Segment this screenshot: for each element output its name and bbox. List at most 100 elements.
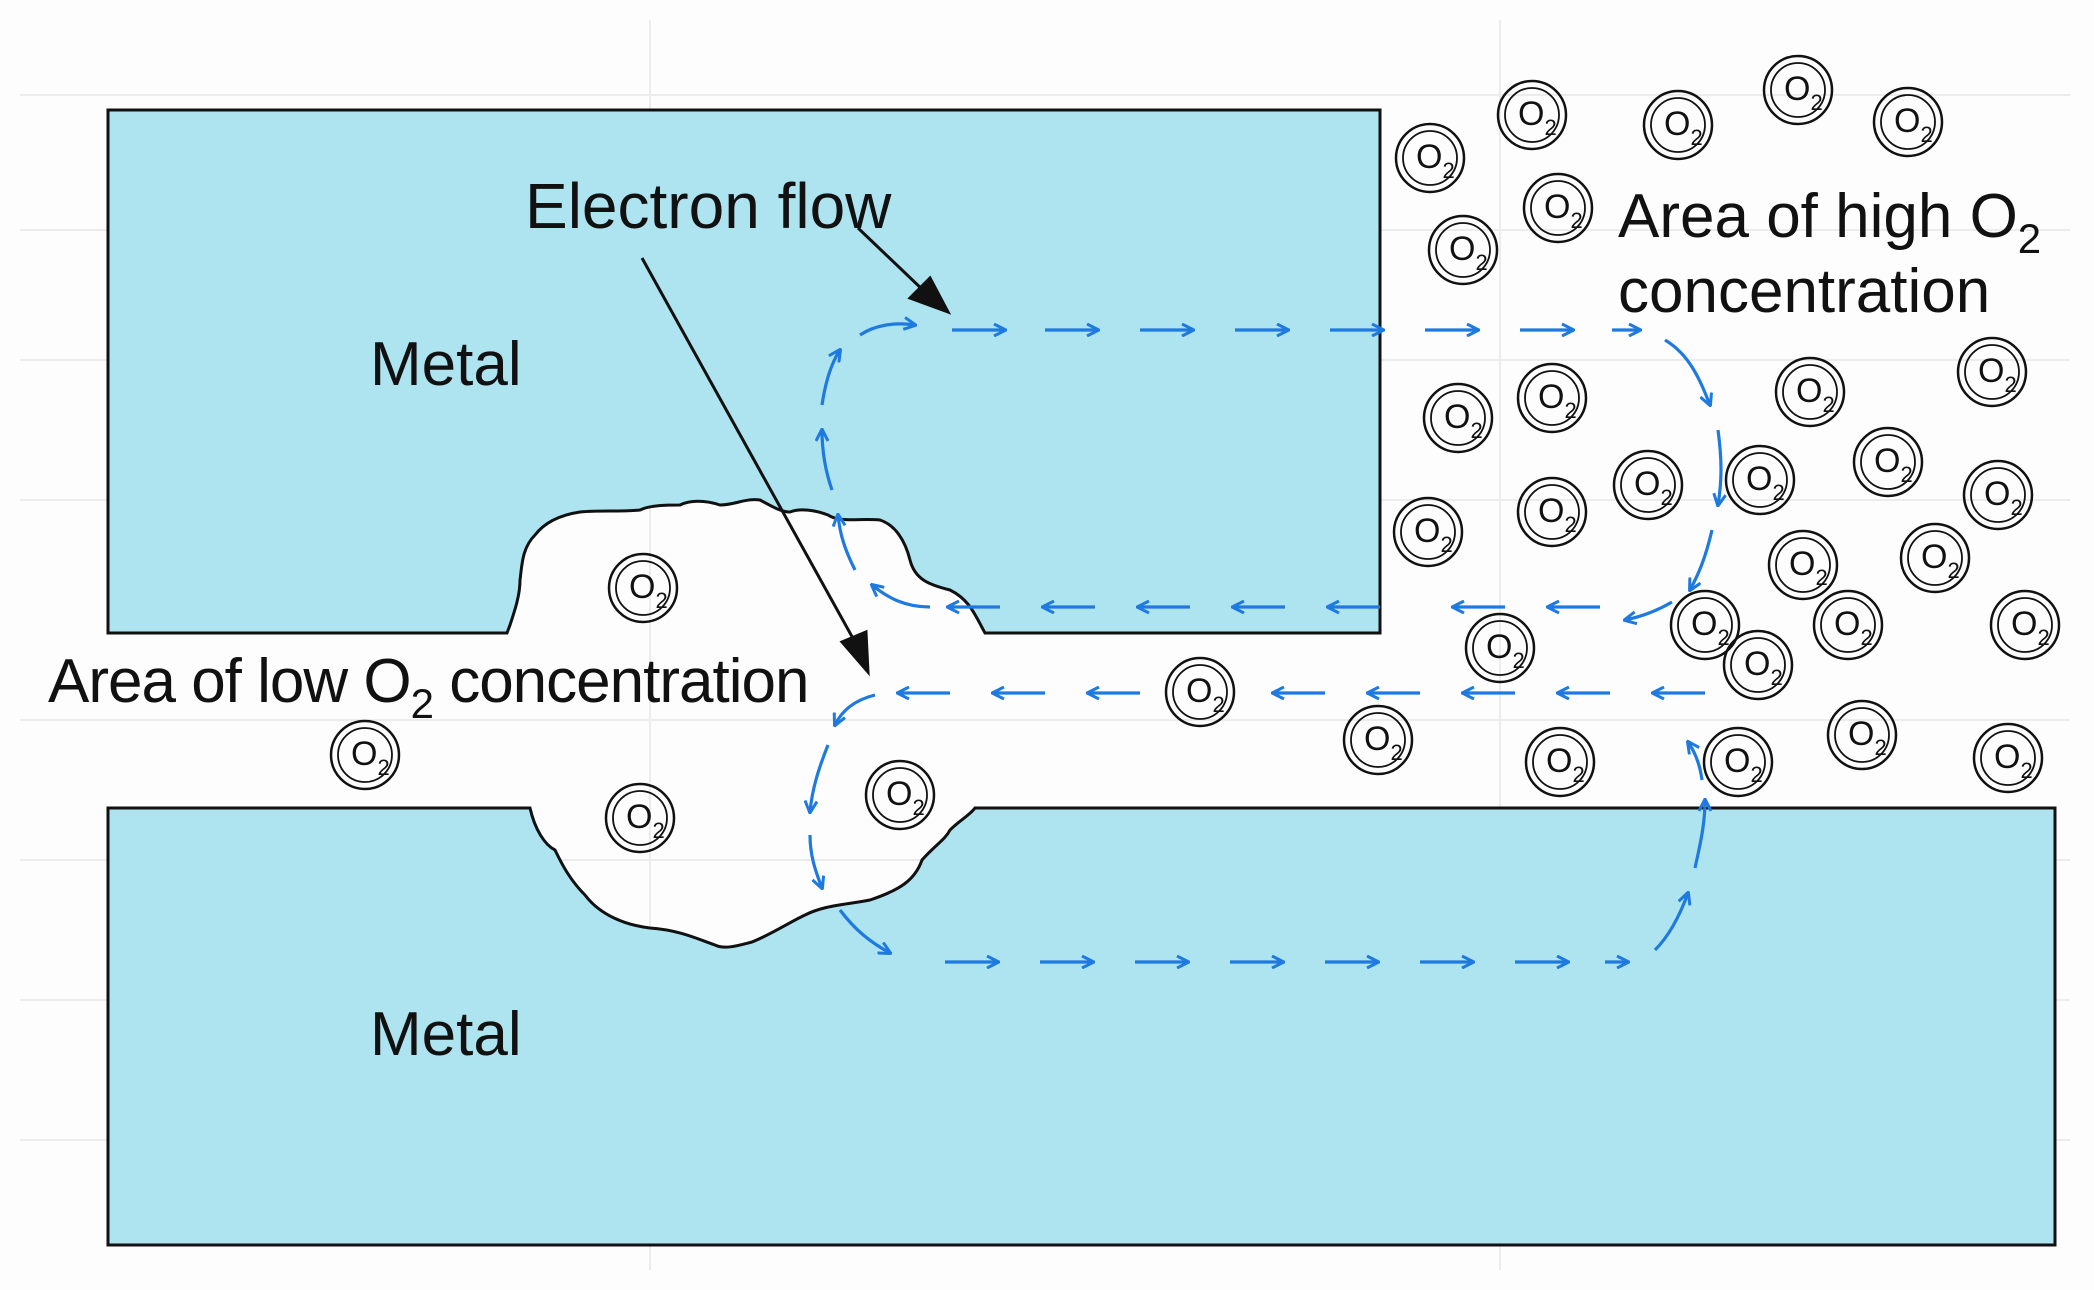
o2-inner-ring xyxy=(1834,707,1890,763)
arrow-right-down xyxy=(1690,529,1714,590)
o2-outer-ring xyxy=(1774,356,1846,428)
o2-symbol: O2 xyxy=(1724,742,1763,787)
o2-symbol: O2 xyxy=(1921,538,1960,583)
o2-letter: O xyxy=(1486,628,1512,666)
o2-outer-ring xyxy=(1852,426,1924,498)
o2-letter: O xyxy=(1364,720,1390,758)
o2-molecule: O2 xyxy=(1516,476,1588,548)
o2-symbol: O2 xyxy=(1544,188,1583,233)
o2-inner-ring xyxy=(1677,597,1733,653)
o2-molecule: O2 xyxy=(1767,529,1839,601)
metal-plate-top xyxy=(106,108,1382,635)
o2-letter: O xyxy=(1416,138,1442,176)
o2-outer-ring xyxy=(1524,726,1596,798)
o2-letter: O xyxy=(1538,378,1564,416)
o2-molecule: O2 xyxy=(1724,444,1796,516)
o2-symbol: O2 xyxy=(1518,95,1557,140)
o2-subscript: 2 xyxy=(1810,90,1822,115)
o2-letter: O xyxy=(626,798,652,836)
o2-symbol: O2 xyxy=(1486,628,1525,673)
o2-letter: O xyxy=(1444,398,1470,436)
o2-outer-ring xyxy=(1422,382,1494,454)
o2-molecule: O2 xyxy=(1392,496,1464,568)
leader-arrows xyxy=(640,226,952,677)
o2-subscript: 2 xyxy=(1900,462,1912,487)
o2-inner-ring xyxy=(1980,730,2036,786)
o2-molecule: O2 xyxy=(1422,382,1494,454)
o2-symbol: O2 xyxy=(1874,442,1913,487)
o2-inner-ring xyxy=(1504,87,1560,143)
o2-subscript: 2 xyxy=(1470,418,1482,443)
o2-outer-ring xyxy=(1516,476,1588,548)
o2-molecule: O2 xyxy=(1872,86,1944,158)
o2-outer-ring xyxy=(1342,704,1414,776)
o2-subscript: 2 xyxy=(1822,392,1834,417)
o2-symbol: O2 xyxy=(1664,105,1703,150)
o2-subscript: 2 xyxy=(2020,758,2032,783)
o2-subscript: 2 xyxy=(1564,512,1576,537)
o2-inner-ring xyxy=(615,560,671,616)
o2-inner-ring xyxy=(1532,734,1588,790)
o2-symbol: O2 xyxy=(1691,605,1730,650)
o2-letter: O xyxy=(1546,742,1572,780)
o2-molecule: O2 xyxy=(1956,336,2028,408)
o2-inner-ring xyxy=(1775,537,1831,593)
o2-letter: O xyxy=(1789,545,1815,583)
o2-outer-ring xyxy=(1496,79,1568,151)
o2-outer-ring xyxy=(1522,172,1594,244)
o2-inner-ring xyxy=(1524,484,1580,540)
high-o2-subscript: 2 xyxy=(2018,215,2041,262)
o2-subscript: 2 xyxy=(1772,480,1784,505)
o2-outer-ring xyxy=(1164,656,1236,728)
o2-outer-ring xyxy=(1427,214,1499,286)
o2-outer-ring xyxy=(864,759,936,831)
o2-letter: O xyxy=(1634,465,1660,503)
o2-symbol: O2 xyxy=(1978,352,2017,397)
high-o2-label-text: Area of high O xyxy=(1618,182,2018,251)
o2-molecule: O2 xyxy=(1899,522,1971,594)
arrow-left-down xyxy=(808,834,822,888)
o2-symbol: O2 xyxy=(1416,138,1455,183)
o2-subscript: 2 xyxy=(1750,762,1762,787)
o2-molecule: O2 xyxy=(1522,172,1594,244)
low-o2-label-text: Area of low O xyxy=(48,647,411,716)
o2-molecule: O2 xyxy=(1342,704,1414,776)
low-o2-label-rest: concentration xyxy=(433,647,808,716)
o2-subscript: 2 xyxy=(1860,625,1872,650)
arrow-right-up xyxy=(1688,742,1704,781)
o2-outer-ring xyxy=(1722,629,1794,701)
o2-subscript: 2 xyxy=(1770,665,1782,690)
o2-subscript: 2 xyxy=(1544,115,1556,140)
o2-molecule: O2 xyxy=(607,552,679,624)
o2-subscript: 2 xyxy=(655,588,667,613)
o2-letter: O xyxy=(1746,460,1772,498)
o2-subscript: 2 xyxy=(1572,762,1584,787)
o2-outer-ring xyxy=(1972,722,2044,794)
o2-inner-ring xyxy=(1430,390,1486,446)
o2-letter: O xyxy=(1921,538,1947,576)
o2-letter: O xyxy=(1518,95,1544,133)
o2-inner-ring xyxy=(1400,504,1456,560)
o2-subscript: 2 xyxy=(1390,740,1402,765)
o2-inner-ring xyxy=(1997,597,2053,653)
o2-subscript: 2 xyxy=(1690,125,1702,150)
o2-symbol: O2 xyxy=(1546,742,1585,787)
o2-molecule: O2 xyxy=(1989,589,2061,661)
o2-molecule: O2 xyxy=(329,719,401,791)
o2-letter: O xyxy=(1538,492,1564,530)
o2-symbol: O2 xyxy=(1746,460,1785,505)
o2-symbol: O2 xyxy=(626,798,665,843)
o2-symbol: O2 xyxy=(1796,372,1835,417)
o2-subscript: 2 xyxy=(1212,692,1224,717)
o2-subscript: 2 xyxy=(1717,625,1729,650)
metal-label-top: Metal xyxy=(370,330,522,399)
o2-symbol: O2 xyxy=(2011,605,2050,650)
o2-outer-ring xyxy=(329,719,401,791)
leader-line-to-crevice xyxy=(640,257,857,643)
o2-letter: O xyxy=(1724,742,1750,780)
o2-subscript: 2 xyxy=(1920,122,1932,147)
o2-inner-ring xyxy=(1880,94,1936,150)
o2-inner-ring xyxy=(1524,370,1580,426)
arrow-right-down xyxy=(1664,338,1710,405)
